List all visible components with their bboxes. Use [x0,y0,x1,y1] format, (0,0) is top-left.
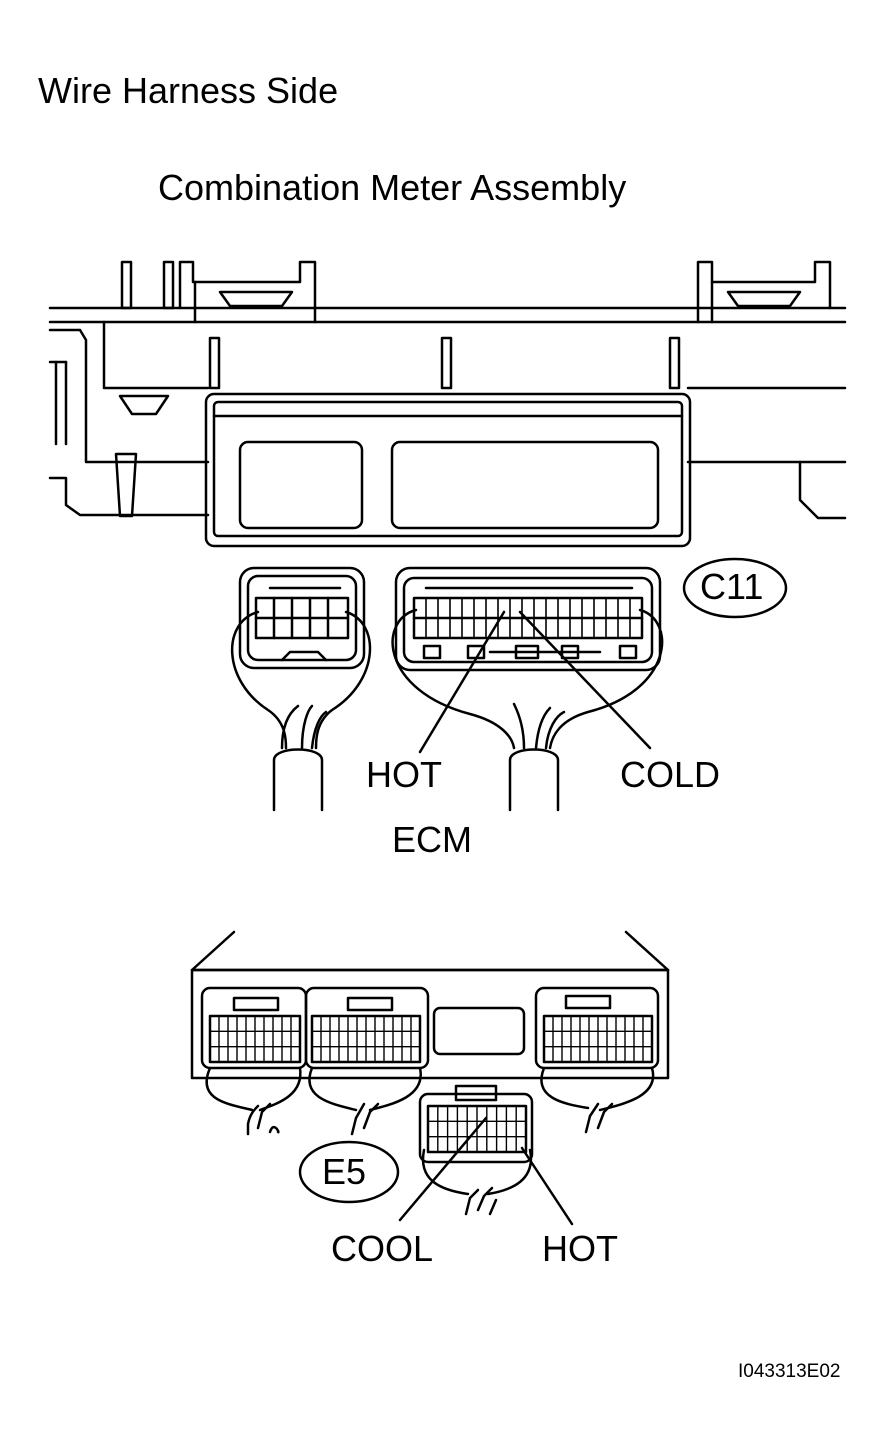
meter-plug-c11 [391,557,788,812]
ecm-hot-label: HOT [542,1228,618,1269]
meter-plug-small [230,566,372,812]
ecm-cool-label: COOL [331,1228,434,1269]
ecm-plug-e5 [298,1084,574,1226]
meter-cold-label: COLD [620,754,721,795]
connector-e5-label: E5 [322,1151,367,1192]
harness-side-title: Wire Harness Side [38,70,339,111]
ecm-unit [190,930,670,1153]
connector-c11-label: C11 [700,566,764,607]
meter-hot-label: HOT [366,754,442,795]
figure-code: I043313E02 [738,1361,841,1382]
combination-meter-housing [48,260,847,548]
ecm-title: ECM [392,819,472,860]
meter-assembly-title: Combination Meter Assembly [158,167,627,208]
